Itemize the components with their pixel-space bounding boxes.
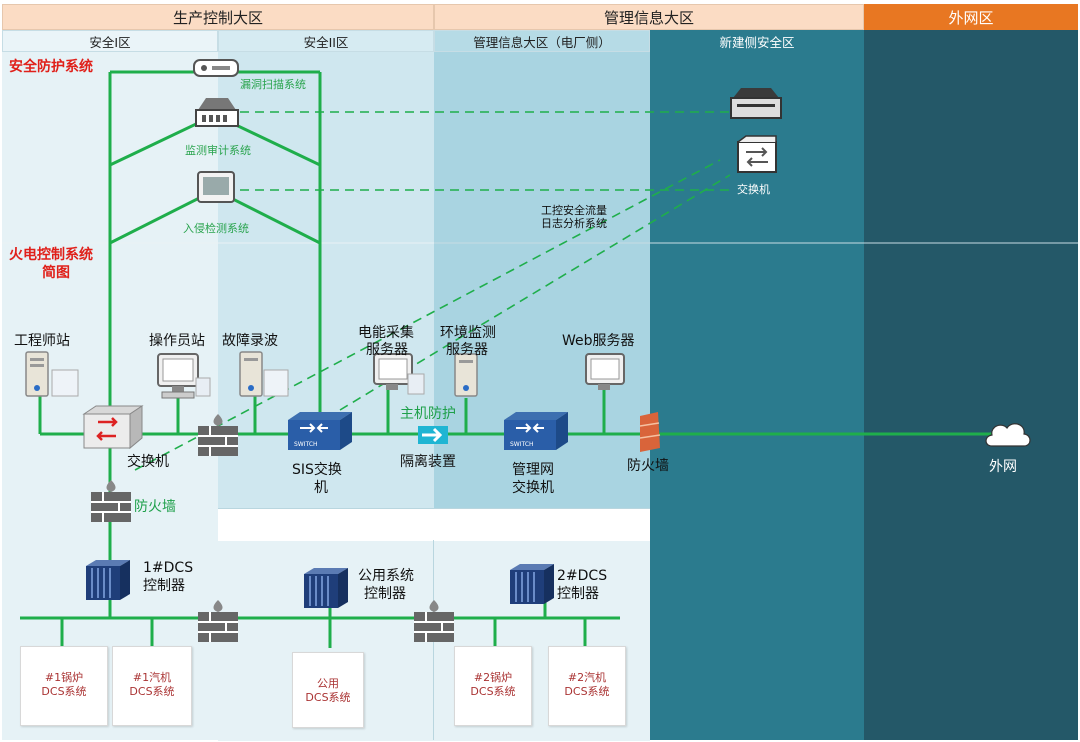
firewall-dcs-right-icon <box>414 600 454 642</box>
subzone-header-safety1: 安全I区 <box>2 30 218 52</box>
energy-label-line2: 服务器 <box>366 342 408 358</box>
section-control-line2: 简图 <box>42 265 70 281</box>
env-label-line2: 服务器 <box>446 342 488 358</box>
isolation-label: 隔离装置 <box>400 454 456 470</box>
audit-server-icon <box>195 98 239 127</box>
host-protect-label: 主机防护 <box>400 406 456 422</box>
firewall-dcs-left-icon <box>198 600 238 642</box>
env-label-line1: 环境监测 <box>440 325 496 341</box>
internet-label: 外网 <box>989 459 1017 475</box>
section-control-line1: 火电控制系统 <box>9 247 93 263</box>
ids-monitor-icon <box>197 171 235 203</box>
switch-right-icon <box>737 135 777 173</box>
dcs1-label-line1: 1#DCS <box>143 560 194 576</box>
zone-bg-external <box>864 52 1078 740</box>
env-server-icon <box>454 353 478 397</box>
energy-server-icon <box>373 353 425 395</box>
firewall-mid-icon <box>198 414 238 456</box>
dcs2-controller-icon <box>510 564 554 604</box>
fault-rec-label: 故障录波 <box>222 333 278 349</box>
web-server-icon <box>585 353 625 390</box>
dcs1-label-line2: 控制器 <box>143 578 185 594</box>
common-label-line2: 控制器 <box>364 586 406 602</box>
vuln-scan-label: 漏洞扫描系统 <box>240 78 306 91</box>
section-security: 安全防护系统 <box>9 59 93 75</box>
main-switch-icon <box>82 405 144 450</box>
dcs2-label-line2: 控制器 <box>557 586 599 602</box>
zone-header-external: 外网区 <box>864 4 1078 30</box>
energy-label-line1: 电能采集 <box>358 325 414 341</box>
svg-text:SWITCH: SWITCH <box>294 441 318 448</box>
ids-label: 入侵检测系统 <box>183 222 249 235</box>
common-label-line1: 公用系统 <box>358 568 414 584</box>
zone-bg-white-gap <box>218 508 650 541</box>
switch-right-label: 交换机 <box>737 183 770 196</box>
dcs2-label-line1: 2#DCS <box>557 568 608 584</box>
common-controller-icon <box>304 568 348 608</box>
internet-cloud-icon <box>985 423 1031 447</box>
firewall-left-label: 防火墙 <box>134 499 176 515</box>
eng-station-icon <box>25 351 79 397</box>
main-switch-label: 交换机 <box>127 454 169 470</box>
eng-station-label: 工程师站 <box>14 333 70 349</box>
subzone-header-new-safety: 新建侧安全区 <box>650 30 864 52</box>
mgmt-switch-line2: 交换机 <box>512 480 554 496</box>
traffic-label-line1: 工控安全流量 <box>541 204 607 217</box>
isolation-device-icon <box>418 426 448 444</box>
mgmt-switch-icon: SWITCH <box>504 412 568 450</box>
firewall-left-icon <box>91 480 131 522</box>
vuln-scan-icon <box>193 59 239 77</box>
sis-label-line1: SIS交换 <box>292 462 342 478</box>
sis-switch-icon: SWITCH <box>288 412 352 450</box>
firewall-right-label: 防火墙 <box>627 458 669 474</box>
subzone-header-safety2: 安全II区 <box>218 30 434 52</box>
firewall-right-icon <box>639 412 661 452</box>
fault-rec-icon <box>239 351 289 397</box>
subzone-header-mgmt-plant: 管理信息大区（电厂侧） <box>434 30 650 52</box>
mgmt-switch-line1: 管理网 <box>512 462 554 478</box>
sis-label-line2: 机 <box>314 480 328 496</box>
dcs1-controller-icon <box>86 560 130 600</box>
zone-header-production: 生产控制大区 <box>2 4 434 30</box>
op-station-label: 操作员站 <box>149 333 205 349</box>
svg-text:SWITCH: SWITCH <box>510 441 534 448</box>
traffic-server-icon <box>730 88 782 119</box>
web-server-label: Web服务器 <box>562 333 635 349</box>
traffic-label-line2: 日志分析系统 <box>541 217 607 230</box>
audit-label: 监测审计系统 <box>185 144 251 157</box>
subzone-header-external <box>864 30 1078 52</box>
zone-header-management: 管理信息大区 <box>434 4 864 30</box>
op-station-icon <box>157 353 211 399</box>
